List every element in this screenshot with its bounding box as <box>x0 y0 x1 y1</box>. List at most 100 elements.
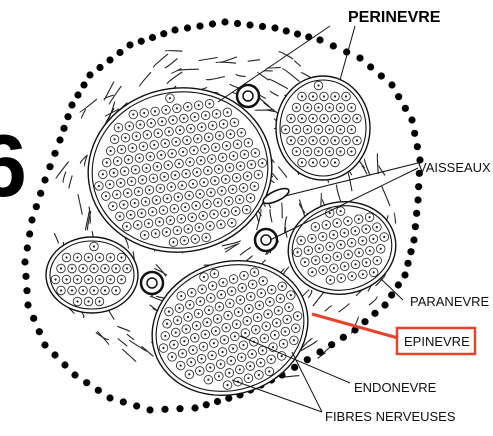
fibre-axon <box>339 150 341 152</box>
boundary-dot <box>408 116 415 123</box>
boundary-dot <box>259 23 266 30</box>
tissue-stroke <box>167 72 182 84</box>
boundary-dot <box>41 341 48 348</box>
boundary-dot <box>80 81 87 88</box>
tissue-stroke <box>97 331 109 345</box>
fibre-axon <box>98 300 100 302</box>
boundary-dot <box>126 41 133 48</box>
boundary-dot <box>316 36 323 43</box>
fibre-axon <box>76 300 78 302</box>
boundary-dot <box>401 271 408 278</box>
tissue-stroke <box>104 82 114 100</box>
boundary-dot <box>30 315 37 322</box>
tissue-stroke <box>216 62 236 63</box>
fibre-axon <box>328 128 330 130</box>
boundary-dot <box>221 18 228 25</box>
tissue-stroke <box>294 60 300 66</box>
fibre-axon <box>93 245 95 247</box>
boundary-dot <box>116 49 123 56</box>
boundary-dot <box>294 30 301 37</box>
boundary-dot <box>96 64 103 71</box>
boundary-dot <box>388 291 395 298</box>
boundary-dot <box>413 210 420 217</box>
boundary-dot <box>41 176 48 183</box>
fibre-axon <box>109 256 111 258</box>
boundary-dot <box>28 216 35 223</box>
boundary-dot <box>120 398 127 405</box>
boundary-dot <box>22 273 29 280</box>
fibre-axon <box>290 139 292 141</box>
label-vaisseaux: VAISSEAUX <box>418 160 491 175</box>
fibre-axon <box>71 289 73 291</box>
fibre-axon <box>339 128 341 130</box>
tissue-stroke <box>248 60 260 62</box>
fibre-axon <box>104 267 106 269</box>
fascicle-right <box>281 193 403 302</box>
fibre-axon <box>312 139 314 141</box>
boundary-dot <box>26 230 33 237</box>
fibre-axon <box>87 300 89 302</box>
boundary-dot <box>46 163 53 170</box>
fibre-axon <box>82 267 84 269</box>
tissue-stroke <box>56 162 69 179</box>
tissue-stroke <box>54 233 58 243</box>
fibre-axon <box>284 128 286 130</box>
tissue-stroke <box>369 296 377 305</box>
fibre-axon <box>334 161 336 163</box>
fibre-axon <box>301 161 303 163</box>
boundary-dot <box>214 398 221 405</box>
leader-perinevre-2 <box>340 26 355 80</box>
tissue-stroke <box>270 91 278 96</box>
tissue-stroke <box>282 202 283 218</box>
tissue-stroke <box>63 172 66 183</box>
fibre-axon <box>306 150 308 152</box>
tissue-stroke <box>348 173 352 192</box>
fibre-axon <box>295 106 297 108</box>
boundary-dot <box>133 402 140 409</box>
boundary-dot <box>395 281 402 288</box>
boundary-dot <box>61 361 68 368</box>
boundary-dot <box>171 26 178 33</box>
boundary-dot <box>23 287 30 294</box>
boundary-dot <box>378 72 385 79</box>
fibre-axon <box>60 267 62 269</box>
fascicle-left <box>46 237 138 313</box>
boundary-dot <box>21 258 28 265</box>
tissue-stroke <box>379 166 385 175</box>
blood-vessel <box>255 229 277 251</box>
boundary-dot <box>60 125 67 132</box>
fibre-axon <box>306 106 308 108</box>
fibre-axon <box>301 95 303 97</box>
label-endonevre: ENDONEVRE <box>354 380 437 395</box>
boundary-dot <box>160 30 167 37</box>
boundary-dot <box>371 310 378 317</box>
tissue-stroke <box>206 77 225 80</box>
fascicle-upper-right <box>276 76 370 180</box>
boundary-dot <box>402 105 409 112</box>
tissue-stroke <box>78 194 82 214</box>
fibre-axon <box>339 106 341 108</box>
tissue-stroke <box>117 326 130 331</box>
tissue-stroke <box>222 241 241 246</box>
fibre-axon <box>87 256 89 258</box>
boundary-dot <box>196 22 203 29</box>
fibre-axon <box>98 256 100 258</box>
tissue-stroke <box>325 306 332 312</box>
fibre-axon <box>317 106 319 108</box>
leader-epinevre <box>312 314 398 338</box>
fibre-axon <box>328 106 330 108</box>
fibre-axon <box>345 95 347 97</box>
boundary-dot <box>414 196 421 203</box>
fibre-axon <box>54 278 56 280</box>
fibre-axon <box>323 139 325 141</box>
boundary-dot <box>410 236 417 243</box>
fibre-axon <box>356 139 358 141</box>
fibre-axon <box>312 95 314 97</box>
fibre-axon <box>334 95 336 97</box>
tissue-stroke <box>122 349 136 362</box>
boundary-dot <box>36 328 43 335</box>
boundary-dot <box>176 405 183 412</box>
fibre-axon <box>93 267 95 269</box>
